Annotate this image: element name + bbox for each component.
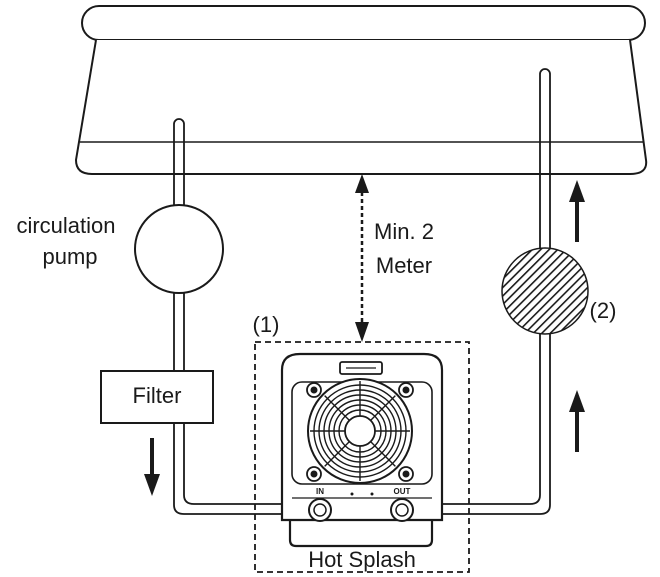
pool-basin (74, 5, 648, 175)
distance-indicator (355, 174, 369, 342)
filter-label: Filter (133, 383, 182, 408)
fan-grille-icon (307, 378, 413, 484)
flow-arrow-up-icon (569, 180, 585, 242)
heat-pump-boundary (254, 341, 470, 573)
pump-label-line1: circulation (16, 213, 115, 238)
port-out-label: OUT (394, 487, 411, 496)
flow-arrow-up-icon (569, 390, 585, 452)
marker-heat-pump: (1) (253, 312, 280, 337)
distance-label-line1: Min. 2 (374, 219, 434, 244)
hatched-device-symbol (501, 247, 589, 335)
filter-box (100, 370, 214, 424)
circulation-pump-symbol (134, 204, 224, 294)
distance-label-line2: Meter (376, 253, 432, 278)
brand-label: Hot Splash (308, 547, 416, 572)
marker-other: (2) (590, 298, 617, 323)
flow-arrow-down-icon (144, 438, 160, 496)
inlet-pipe (173, 118, 314, 515)
port-in-label: IN (316, 487, 324, 496)
inlet-connector (308, 498, 332, 522)
pump-label-line2: pump (42, 244, 97, 269)
outlet-connector (390, 498, 414, 522)
